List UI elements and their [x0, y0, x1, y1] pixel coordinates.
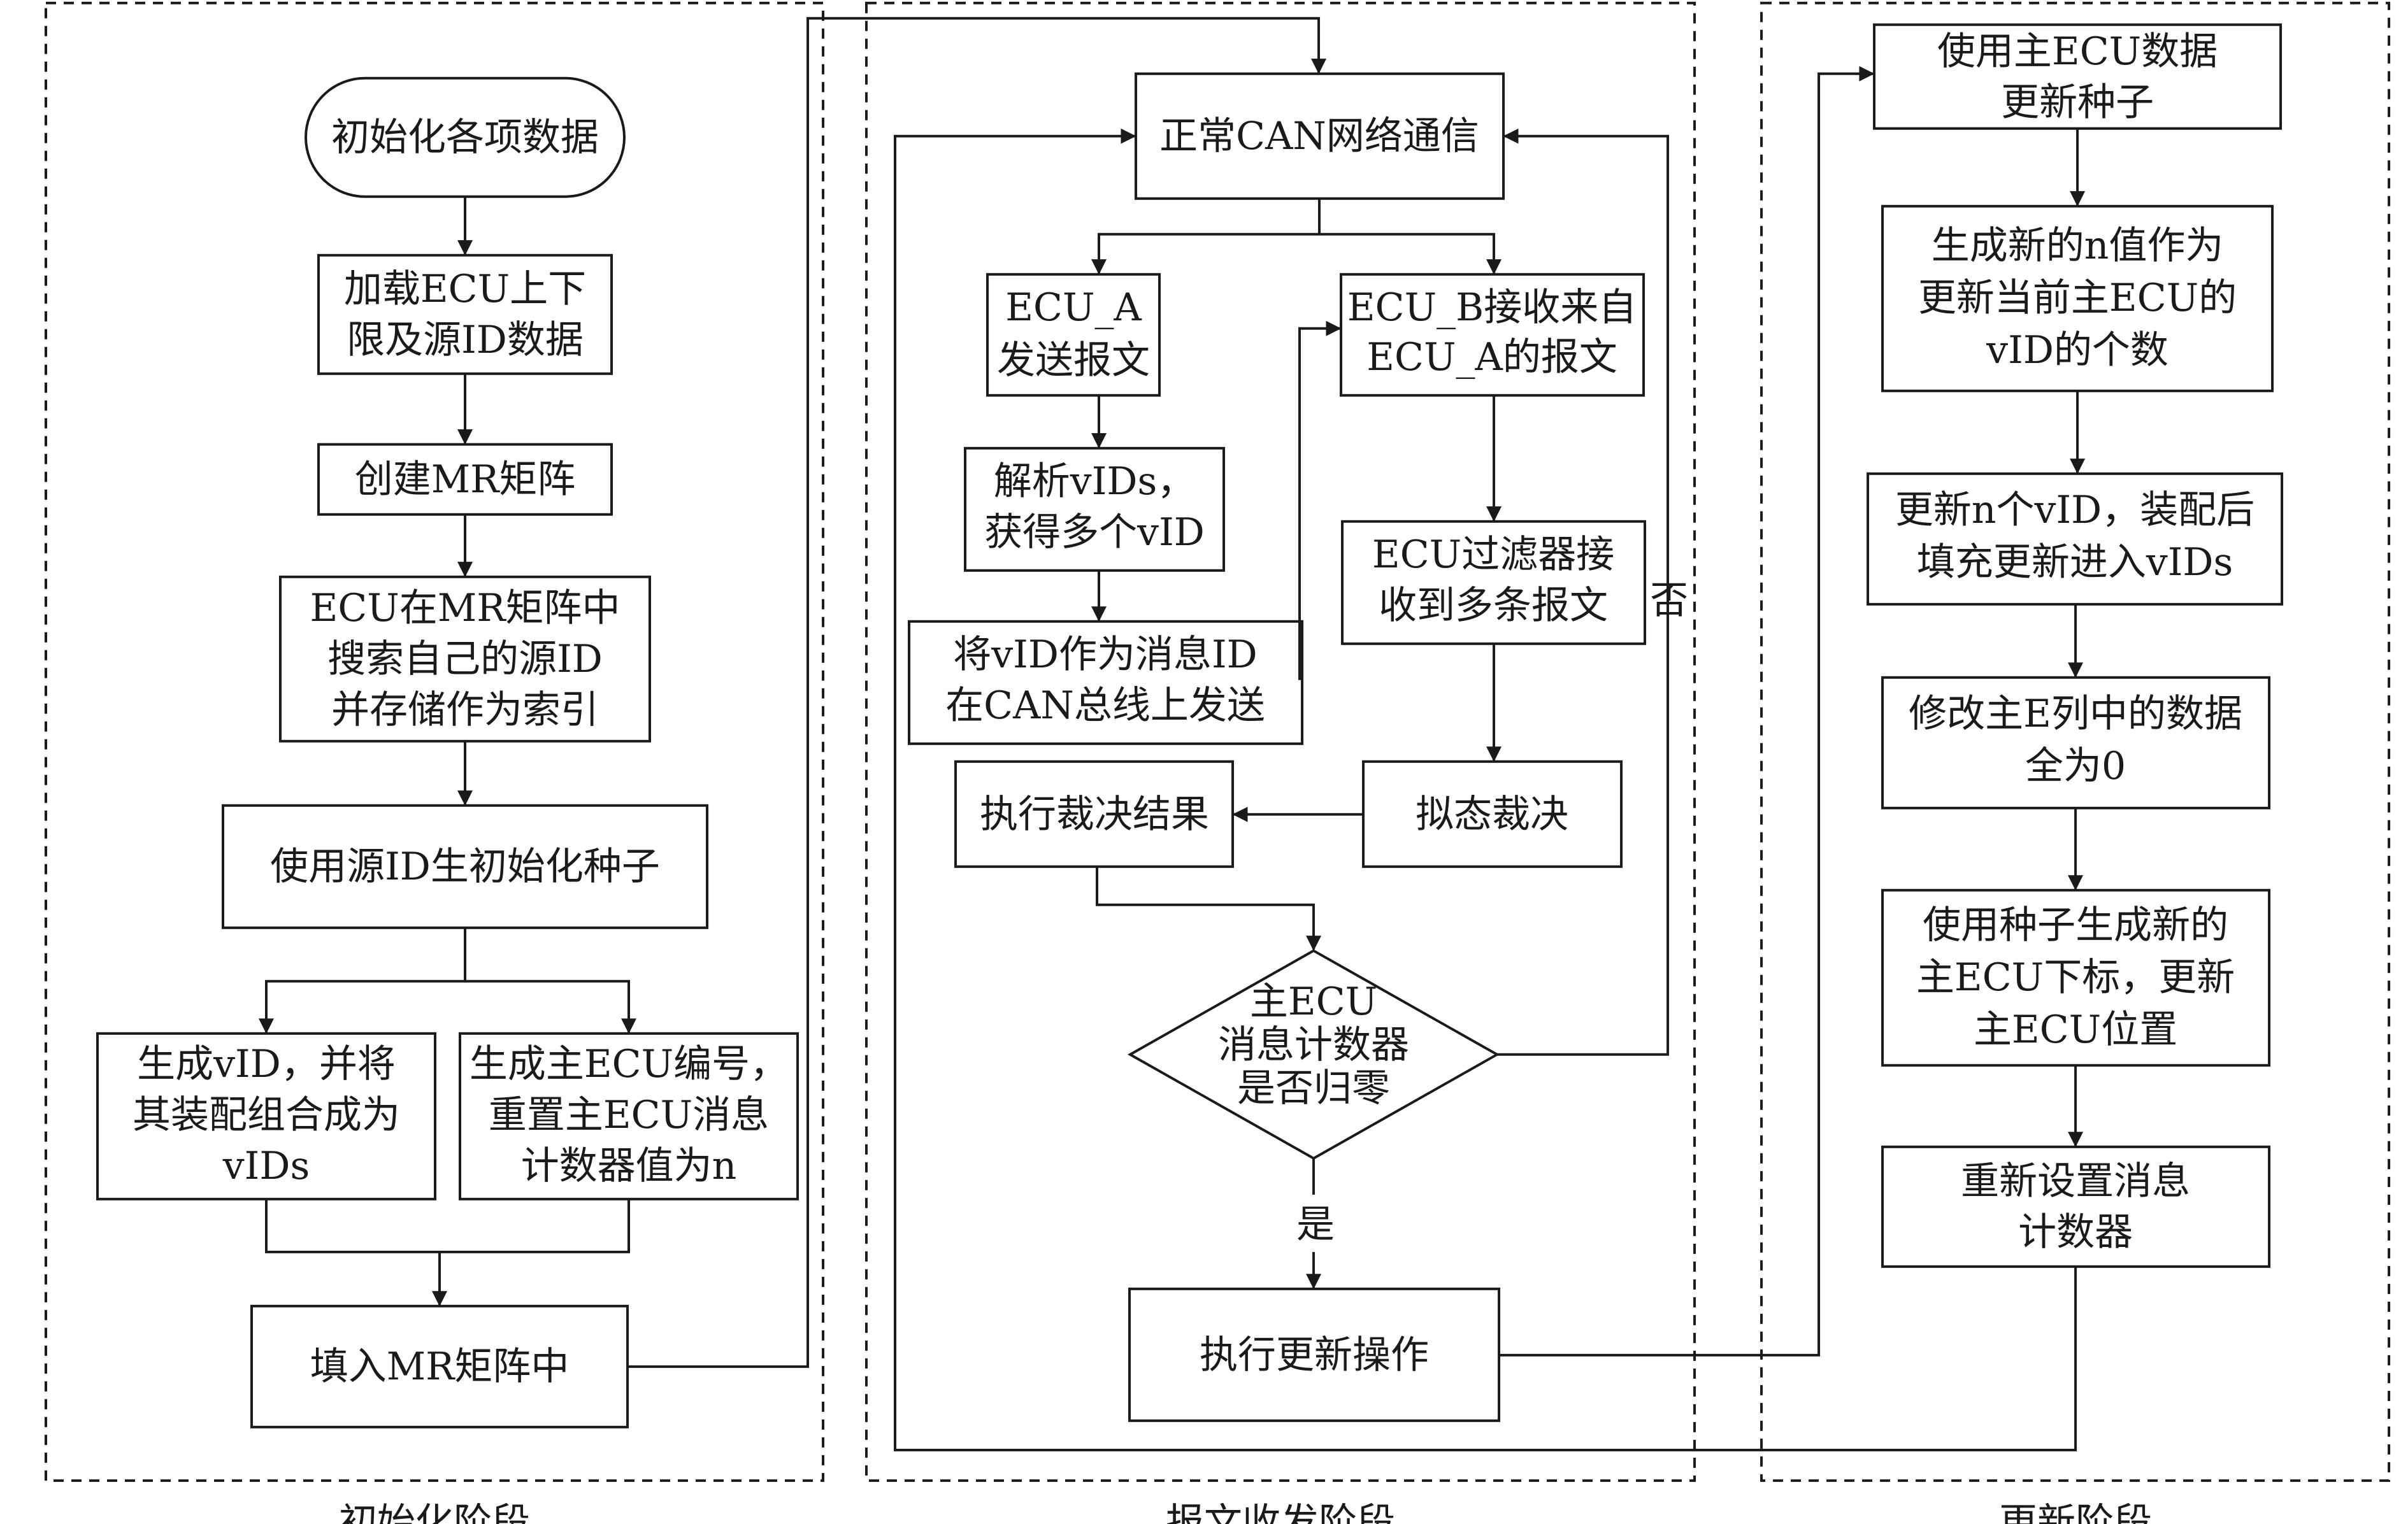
phase-init-label: 初始化阶段 [339, 1500, 530, 1524]
comm-no-label: 否 [1650, 578, 1688, 623]
edge-seed-genmaster [465, 979, 637, 1034]
init-search-line2: 搜索自己的源ID [327, 637, 603, 681]
edge-sendvid-ecub [1298, 320, 1342, 680]
comm-ecub-recv-node [1340, 273, 1645, 397]
edge-merge [265, 1199, 631, 1253]
init-search-line3: 并存储作为索引 [331, 688, 599, 732]
init-search-line1: ECU在MR矩阵中 [310, 586, 620, 630]
comm-send-vid-line1: 将vID作为消息ID [953, 632, 1258, 677]
phase-comm-label: 报文收发阶段 [1166, 1500, 1395, 1524]
init-gen-vid-line3: vIDs [222, 1144, 310, 1188]
upd-gen-n-node [1881, 204, 2274, 392]
comm-adjudicate-text: 拟态裁决 [1415, 792, 1568, 837]
upd-vid-node [1867, 472, 2284, 606]
init-create-text: 创建MR矩阵 [355, 457, 576, 502]
init-load-line2: 限及源ID数据 [347, 318, 584, 362]
init-load-node [317, 253, 613, 375]
comm-execute-text: 执行裁决结果 [980, 792, 1209, 837]
comm-decision-line2: 消息计数器 [1218, 1023, 1409, 1067]
comm-filter-node [1341, 520, 1647, 645]
upd-reset-line1: 重新设置消息 [1961, 1159, 2190, 1204]
comm-ecua-send-line2: 发送报文 [997, 338, 1150, 383]
comm-filter-line2: 收到多条报文 [1379, 583, 1608, 628]
upd-seed-line1: 使用主ECU数据 [1937, 29, 2218, 74]
comm-filter-line1: ECU过滤器接 [1372, 532, 1614, 577]
edge-fill-normal [627, 17, 1327, 1368]
upd-new-master-line2: 主ECU下标，更新 [1916, 955, 2235, 1000]
comm-update-op-text: 执行更新操作 [1200, 1333, 1429, 1378]
comm-decision-line3: 是否归零 [1237, 1066, 1390, 1111]
init-load-line1: 加载ECU上下 [344, 267, 586, 311]
upd-gen-n-line2: 更新当前主ECU的 [1918, 276, 2237, 320]
upd-vid-line1: 更新n个vID，装配后 [1895, 488, 2254, 532]
comm-yes-label: 是 [1296, 1202, 1335, 1247]
upd-new-master-line1: 使用种子生成新的 [1923, 903, 2228, 948]
comm-ecua-send-line1: ECU_A [1005, 285, 1142, 330]
edge-reset-normal [894, 128, 2077, 1451]
phase-update-label: 更新阶段 [1999, 1500, 2152, 1524]
edge-updateop-updateseed [1499, 66, 1875, 1357]
edge-normal-ecua [1091, 198, 1321, 275]
upd-seed-node [1873, 23, 2283, 130]
upd-reset-node [1881, 1145, 2271, 1268]
comm-parse-line2: 获得多个vID [984, 510, 1205, 555]
comm-decision-line1: 主ECU [1250, 979, 1377, 1024]
upd-vid-line2: 填充更新进入vIDs [1917, 540, 2233, 585]
comm-ecub-recv-line1: ECU_B接收来自 [1347, 285, 1637, 330]
phase-comm-box [865, 1, 1696, 1482]
init-start-text: 初始化各项数据 [331, 115, 599, 160]
comm-normal-text: 正常CAN网络通信 [1159, 114, 1479, 159]
init-gen-master-line3: 计数器值为n [521, 1144, 737, 1188]
phase-init-box [45, 1, 825, 1482]
comm-parse-node [964, 446, 1226, 572]
edge-decision-no [1497, 128, 1670, 1056]
upd-seed-line2: 更新种子 [2001, 80, 2154, 125]
comm-update-op-node [1128, 1287, 1501, 1422]
init-gen-vid-line2: 其装配组合成为 [133, 1093, 400, 1137]
upd-modify-line1: 修改主E列中的数据 [1909, 692, 2242, 736]
upd-new-master-node [1881, 888, 2271, 1067]
init-fill-node [250, 1304, 629, 1428]
edge-seed-genvid [259, 927, 467, 1034]
edge-normal-ecub [1319, 232, 1502, 275]
edge-execute-decision [1096, 866, 1322, 951]
comm-send-vid-node [908, 620, 1304, 745]
upd-gen-n-line3: vID的个数 [1986, 328, 2168, 373]
upd-modify-line2: 全为0 [2025, 744, 2126, 788]
comm-execute-node [954, 760, 1235, 868]
init-seed-text: 使用源ID生初始化种子 [270, 844, 660, 889]
upd-reset-line2: 计数器 [2018, 1210, 2133, 1255]
init-fill-text: 填入MR矩阵中 [310, 1344, 570, 1389]
init-gen-vid-line1: 生成vID，并将 [137, 1042, 396, 1086]
init-gen-master-line2: 重置主ECU消息 [489, 1093, 769, 1137]
init-gen-master-line1: 生成主ECU编号， [469, 1042, 788, 1086]
upd-new-master-line3: 主ECU位置 [1974, 1008, 2177, 1052]
upd-modify-node [1881, 676, 2271, 809]
comm-parse-line1: 解析vIDs， [994, 459, 1195, 504]
comm-send-vid-line2: 在CAN总线上发送 [945, 683, 1265, 728]
upd-gen-n-line1: 生成新的n值作为 [1931, 224, 2224, 268]
comm-ecub-recv-line2: ECU_A的报文 [1366, 335, 1617, 380]
comm-ecua-send-node [986, 273, 1161, 397]
